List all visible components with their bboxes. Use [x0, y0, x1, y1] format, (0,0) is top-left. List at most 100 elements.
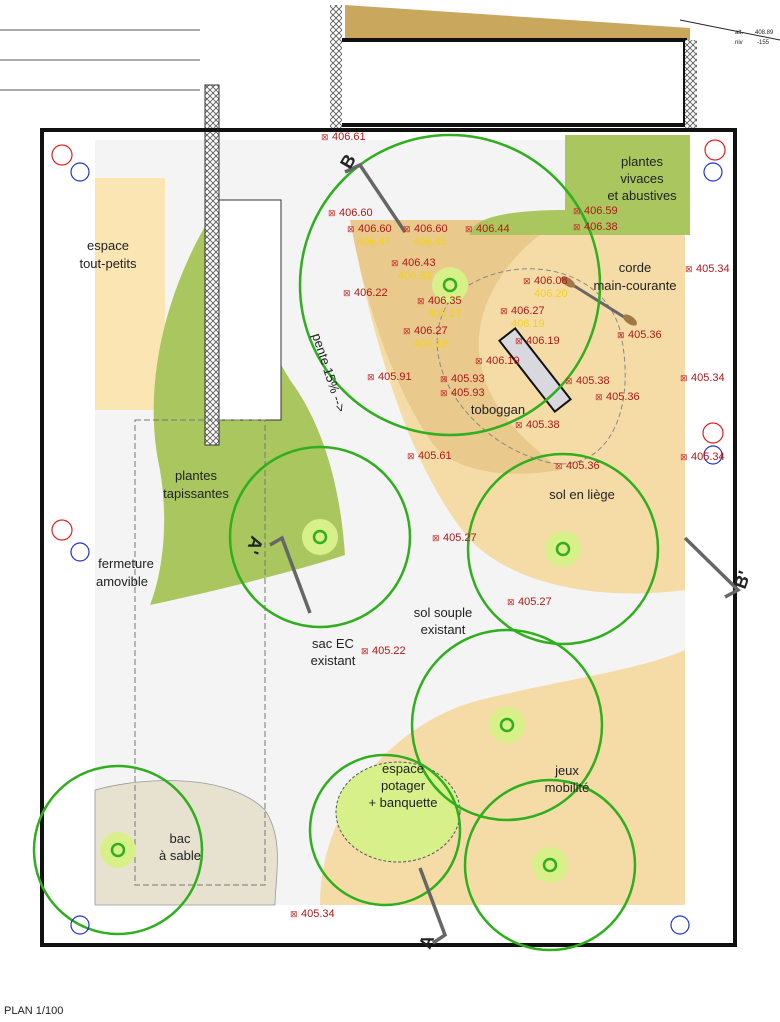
elevation-value: 405.22 [372, 645, 406, 657]
elevation-marker-icon: ⊠ [573, 222, 581, 232]
section-label-a-prime: A' [242, 534, 267, 557]
door-marker-blue [70, 542, 90, 562]
elevation-value: 406.19 [486, 355, 520, 367]
elevation-value: 406.59 [584, 205, 618, 217]
elevation-value: 406.60 [358, 223, 392, 235]
label-sol-liege: sol en liège [549, 487, 615, 502]
zone-potager [335, 761, 461, 863]
exterior-ground [345, 5, 690, 40]
label-tout-petits-1: espace [87, 238, 129, 253]
elevation-value-secondary: 406.33 [398, 270, 432, 282]
elevation-value: 405.36 [628, 329, 662, 341]
label-sac-2: existant [311, 653, 356, 668]
label-corde-2: main-courante [593, 278, 676, 293]
door-marker-blue [703, 162, 723, 182]
elevation-marker-icon: ⊠ [685, 264, 693, 274]
plan-title: PLAN 1/100 [4, 1005, 63, 1017]
elevation-marker-icon: ⊠ [347, 224, 355, 234]
tree-canopy [545, 531, 581, 567]
door-marker-blue [703, 445, 723, 465]
outer-wall [40, 128, 737, 947]
label-potager-1: espace [382, 761, 424, 776]
elevation-marker-icon: ⊠ [440, 374, 448, 384]
label-bac-2: à sable [159, 848, 201, 863]
elevation-value: 405.34 [691, 372, 725, 384]
door-marker-red [51, 144, 73, 166]
elevation-marker-icon: ⊠ [403, 326, 411, 336]
elevation-marker-icon: ⊠ [343, 288, 351, 298]
label-tapissantes-2: tapissantes [163, 486, 229, 501]
elevation-value-secondary: 406.45 [413, 236, 447, 248]
door-marker-blue [70, 915, 90, 935]
elevation-marker-icon: ⊠ [515, 420, 523, 430]
elevation-value-secondary: 406.27 [428, 308, 462, 320]
alt-value: 408.89 [755, 30, 774, 36]
tree-trunk-icon [542, 857, 558, 873]
tree-crown-circle [308, 753, 462, 907]
building-top [338, 38, 687, 127]
door-marker-blue [670, 915, 690, 935]
elevation-marker-icon: ⊠ [391, 258, 399, 268]
elevation-marker-icon: ⊠ [403, 224, 411, 234]
label-corde-1: corde [619, 260, 652, 275]
elevation-marker-icon: ⊠ [328, 208, 336, 218]
elevation-value: 406.43 [402, 257, 436, 269]
elevation-value: 405.61 [418, 450, 452, 462]
elevation-marker-icon: ⊠ [367, 372, 375, 382]
label-jeux-1: jeux [554, 763, 579, 778]
label-vivaces-1: plantes [621, 154, 663, 169]
tree-crown-circle [410, 628, 604, 822]
zone-slope [350, 220, 565, 474]
section-line-b [344, 162, 407, 233]
elevation-value: 406.27 [414, 325, 448, 337]
elevation-value: 405.93 [451, 373, 485, 385]
zone-plantes-vivaces [470, 135, 690, 235]
elevation-marker-icon: ⊠ [440, 388, 448, 398]
tree-crown-circle [466, 452, 660, 646]
tree-canopy [100, 832, 136, 868]
label-sol-souple-1: sol souple [414, 605, 473, 620]
tree-trunk-icon [442, 277, 458, 293]
elevation-value: 405.27 [443, 532, 477, 544]
tree-trunk-icon [499, 717, 515, 733]
elevation-marker-icon: ⊠ [407, 451, 415, 461]
elevation-value: 406.19 [526, 335, 560, 347]
label-tout-petits-2: tout-petits [79, 256, 137, 271]
sandbox-rail [134, 419, 266, 886]
elevation-marker-icon: ⊠ [680, 373, 688, 383]
elevation-marker-icon: ⊠ [465, 224, 473, 234]
tree-trunk-icon [110, 842, 126, 858]
elevation-marker-icon: ⊠ [290, 909, 298, 919]
niv-value: -155 [757, 40, 770, 46]
section-label-a: A [415, 932, 438, 951]
elevation-value: 406.08 [534, 275, 568, 287]
section-label-b-prime: B' [730, 568, 755, 591]
label-vivaces-3: et abustives [607, 188, 677, 203]
niv-label: niv [735, 40, 743, 46]
elevation-marker-icon: ⊠ [500, 306, 508, 316]
elevation-value: 406.22 [354, 287, 388, 299]
wall-block [204, 84, 220, 446]
elevation-marker-icon: ⊠ [515, 336, 523, 346]
elevation-value-secondary: 406.20 [534, 288, 568, 300]
label-sol-souple-2: existant [421, 622, 466, 637]
label-bac-1: bac [170, 831, 191, 846]
elevation-marker-icon: ⊠ [565, 376, 573, 386]
elevation-value: 406.60 [339, 207, 373, 219]
tree-crown-circle [228, 445, 412, 629]
elevation-value-secondary: 406.47 [357, 236, 391, 248]
tree-trunk-icon [555, 541, 571, 557]
label-tapissantes-1: plantes [175, 468, 217, 483]
zone-tout-petits [95, 178, 165, 410]
elevation-marker-icon: ⊠ [361, 646, 369, 656]
toboggan-safety-zone [436, 268, 626, 465]
zone-bac-sable [94, 780, 278, 906]
label-fermeture-1: fermeture [98, 556, 154, 571]
label-sac-1: sac EC [312, 636, 354, 651]
elevation-value: 405.36 [566, 460, 600, 472]
label-potager-3: + banquette [368, 795, 437, 810]
tree-crown-circle [32, 764, 204, 936]
label-fermeture-2: amovible [96, 574, 148, 589]
elevation-value: 406.61 [332, 131, 366, 143]
tree-trunk-icon [312, 529, 328, 545]
